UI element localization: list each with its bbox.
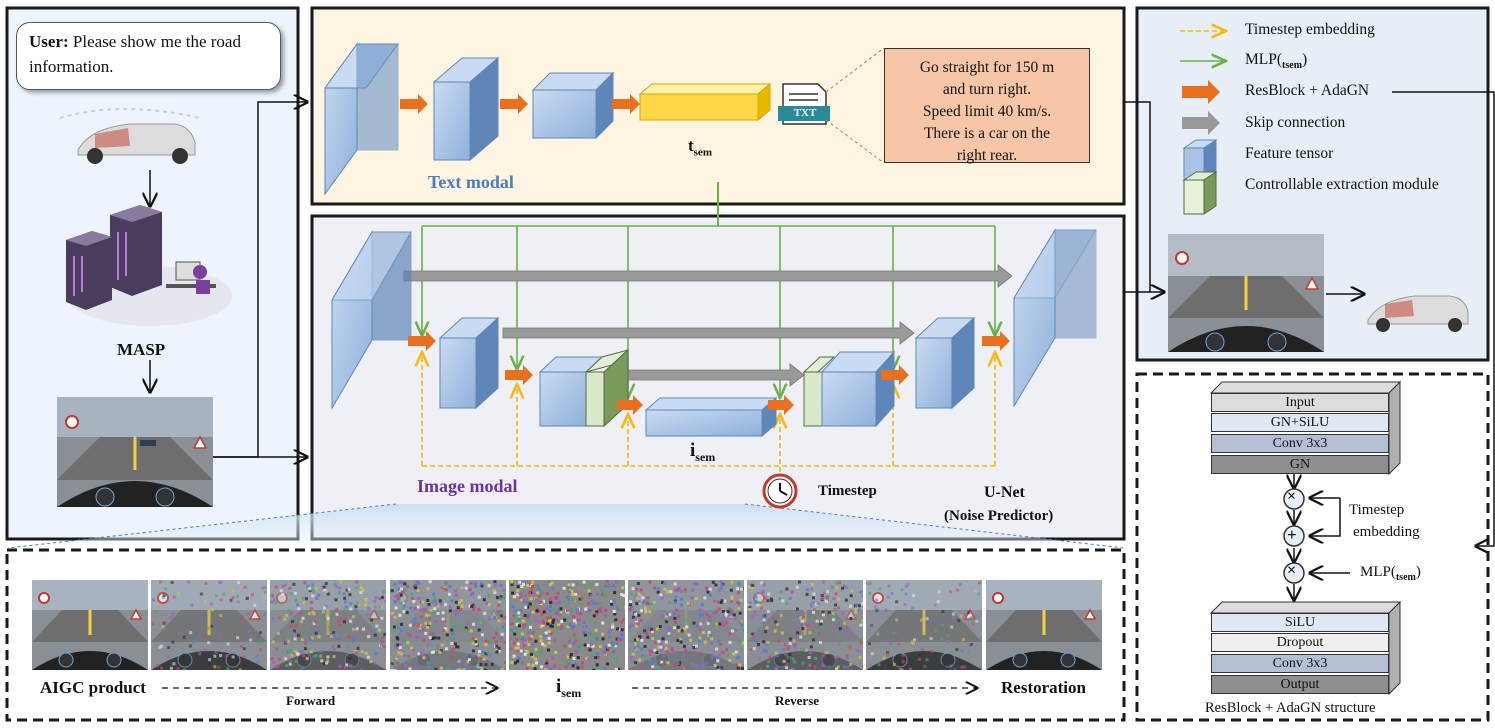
stack-conv-2: Conv 3x3 (1211, 654, 1389, 673)
info-line: There is a car on the (923, 125, 1051, 142)
stack-conv: Conv 3x3 (1211, 434, 1389, 453)
diffusion-frame (628, 580, 744, 670)
legend-resblock: ResBlock + AdaGN (1245, 82, 1370, 99)
diffusion-frame (866, 580, 983, 670)
multiply-op-1 (1283, 488, 1305, 510)
server-illustration (66, 205, 232, 326)
clock-icon (762, 473, 798, 509)
text-cuboid-3 (531, 71, 615, 140)
legend-timestep: Timestep embedding (1245, 21, 1375, 38)
aigc-product-label: AIGC product (40, 678, 146, 697)
gray-skip-arrows (403, 264, 1013, 387)
unet-bottleneck (644, 396, 778, 438)
reverse-label: Reverse (775, 693, 820, 708)
legend-skip: Skip connection (1245, 114, 1346, 131)
masp-label: MASP (117, 340, 166, 359)
multiply-op-2 (1283, 562, 1305, 584)
txt-file-icon (778, 83, 830, 125)
unet-enc-2 (438, 316, 500, 410)
resblock-caption: ResBlock + AdaGN structure (1205, 700, 1376, 716)
unet-subtitle: (Noise Predictor) (944, 508, 1054, 524)
stack-gn-silu: GN+SiLU (1211, 413, 1389, 432)
op-multiply-1: × (1287, 488, 1297, 505)
op-multiply-2: × (1287, 562, 1297, 579)
diffusion-frame (985, 580, 1102, 670)
text-modal-label: Text modal (428, 172, 514, 192)
unet-enc-1 (331, 230, 412, 410)
stack-gn: GN (1211, 455, 1389, 474)
diffusion-frame (508, 580, 625, 670)
legend-icons (1180, 31, 1226, 215)
tsem-label: tsem (688, 136, 712, 159)
user-query: Please show me the road information. (29, 32, 241, 76)
forward-label: Forward (286, 693, 336, 708)
info-line: and turn right. (942, 81, 1032, 98)
stack-silu: SiLU (1211, 613, 1389, 632)
diffusion-isem: isem (556, 676, 582, 700)
info-line: Speed limit 40 km/s. (922, 103, 1052, 120)
text-cuboid-2 (432, 56, 500, 162)
legend-mlp: MLP(tsem) (1245, 51, 1308, 72)
restoration-label: Restoration (1001, 678, 1086, 697)
car-illustration-top (59, 108, 201, 164)
diffusion-frame (151, 580, 268, 670)
legend-feature: Feature tensor (1245, 145, 1334, 162)
info-line: Go straight for 150 m (919, 59, 1055, 76)
op-add: + (1287, 525, 1297, 544)
diffusion-frame (389, 580, 506, 670)
resblock-flow (1294, 474, 1350, 600)
add-op (1283, 525, 1305, 547)
text-orange-arrows (400, 94, 640, 114)
resblock-mlp-label: MLP(tsem) (1360, 564, 1421, 583)
resblock-timestep-2: embedding (1353, 524, 1420, 540)
legend-controllable: Controllable extraction module (1245, 176, 1439, 193)
diffusion-frame (32, 580, 148, 670)
car-illustration-right (1367, 295, 1469, 332)
road-photo-right (1168, 234, 1324, 352)
timestep-label: Timestep (818, 483, 877, 499)
unet-dec-1 (1013, 228, 1097, 408)
resblock-timestep-1: Timestep (1349, 502, 1405, 518)
diffusion-frame (270, 580, 387, 670)
stack-output: Output (1211, 675, 1389, 694)
unet-enc-3 (538, 348, 629, 428)
unet-dec-3 (802, 350, 896, 428)
stack-input: Input (1211, 393, 1389, 412)
diffusion-frame (747, 580, 864, 670)
stack-dropout: Dropout (1211, 633, 1389, 652)
info-line: right rear. (956, 147, 1018, 164)
tsem-cuboid (638, 82, 772, 122)
user-prefix: User: (29, 32, 69, 51)
zoom-fan (8, 504, 1124, 548)
text-cuboid-1 (324, 42, 399, 196)
image-modal-label: Image modal (417, 476, 518, 496)
unet-orange-arrows (408, 331, 1010, 415)
road-info-box: Go straight for 150 m and turn right. Sp… (884, 48, 1090, 164)
road-photo-left (57, 397, 213, 507)
unet-dec-2 (914, 316, 976, 410)
user-speech-bubble: User: Please show me the road informatio… (16, 22, 281, 90)
isem-label: isem (690, 440, 716, 464)
txt-file-label: TXT (793, 107, 817, 119)
unet-title: U-Net (984, 484, 1025, 501)
